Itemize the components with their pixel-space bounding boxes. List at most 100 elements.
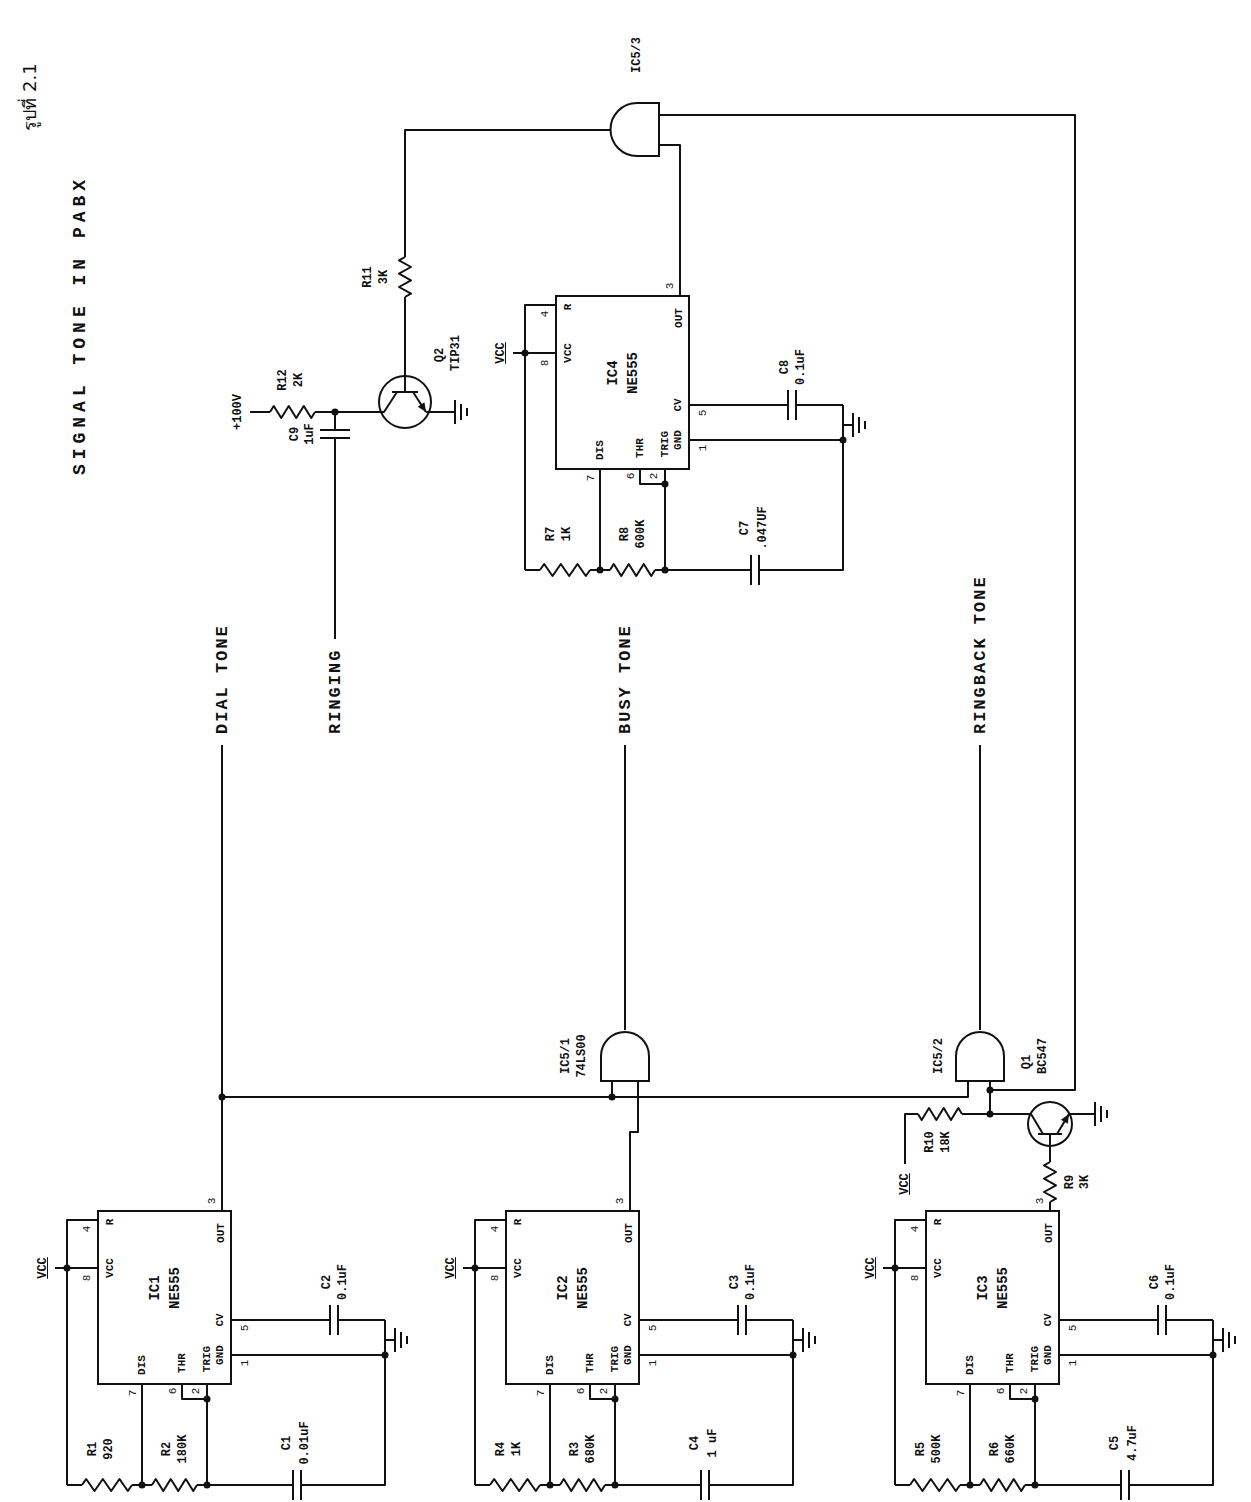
component-label: C7 [739, 521, 751, 535]
component-value: 3K [1079, 1175, 1091, 1189]
transistor-symbol [379, 376, 431, 428]
wire [883, 1267, 925, 1269]
wire [979, 745, 981, 1030]
wire [525, 569, 540, 571]
pin-number: 1 [240, 1360, 251, 1367]
wire [690, 404, 788, 406]
pin-name: CV [623, 1313, 634, 1326]
pin-name: VCC [563, 343, 574, 363]
wire [1060, 1354, 1213, 1356]
pin-number: 4 [82, 1226, 93, 1233]
supply-label: VCC [37, 1257, 49, 1279]
pin-name: DIS [137, 1355, 148, 1375]
wire [334, 412, 336, 430]
component-value: 0.1uF [1165, 1264, 1177, 1300]
component-label: R9 [1064, 1175, 1076, 1189]
ground-symbol [1100, 1106, 1102, 1122]
resistor-symbol [1044, 1162, 1056, 1202]
emitter-arrow [1061, 1114, 1069, 1124]
pin-number: 4 [490, 1226, 501, 1233]
wire [475, 1484, 490, 1486]
pin-name: TRIG [1030, 1346, 1041, 1372]
and-gate: IC5/2 [955, 1030, 1005, 1082]
component-value: 1uF [304, 423, 316, 445]
ground-symbol [814, 1336, 816, 1344]
part-number: 74LS00 [576, 1034, 588, 1077]
and-gate: IC5/174LS00 [600, 1030, 650, 1082]
ground-symbol [858, 417, 860, 433]
pin-name: OUT [1044, 1223, 1055, 1243]
resistor-symbol [270, 406, 315, 418]
component-value: 600K [635, 520, 647, 549]
pin-number: 2 [599, 1388, 610, 1395]
pin-number: 5 [698, 410, 709, 417]
component-label: R8 [619, 527, 631, 541]
pin-name: CV [215, 1313, 226, 1326]
caption: รูปที่ 2.1 [21, 63, 39, 130]
capacitor-symbol [329, 1305, 331, 1335]
pin-name: GND [623, 1345, 634, 1365]
resistor-symbol [560, 1479, 605, 1491]
ground-symbol [808, 1332, 810, 1348]
wire [1085, 1113, 1095, 1115]
junction-dot [662, 481, 669, 488]
wire [1166, 1319, 1213, 1321]
pin-number: 3 [207, 1198, 218, 1205]
wire [426, 411, 445, 413]
resistor-symbol [610, 564, 655, 576]
component-value: 3K [378, 270, 390, 284]
wire [55, 1267, 97, 1269]
component-label: R10 [924, 1131, 936, 1153]
wire [1010, 1385, 1035, 1399]
ic-555-box: IC2NE555 [505, 1210, 640, 1385]
wire [690, 439, 843, 441]
pin-name: DIS [595, 440, 606, 460]
component-label: C4 [689, 1436, 701, 1450]
transistor-symbol [1028, 1102, 1072, 1146]
pin-number: 3 [615, 1198, 626, 1205]
part-number: NE555 [168, 1267, 182, 1309]
component-value: 1 uF [707, 1429, 719, 1458]
wire [182, 1385, 207, 1399]
pin-name: VCC [105, 1258, 116, 1278]
component-value: 1K [561, 527, 573, 541]
component-value: 920 [103, 1438, 115, 1460]
wire [445, 411, 455, 413]
wire [197, 1484, 293, 1486]
pin-name: CV [673, 398, 684, 411]
pin-name: DIS [545, 1355, 556, 1375]
and-gate-outline [610, 102, 660, 157]
wire [1129, 1320, 1213, 1485]
wire [334, 438, 336, 639]
resistor-symbol [399, 257, 411, 297]
component-label: C8 [779, 360, 791, 374]
wire [335, 392, 397, 412]
pin-number: 5 [648, 1325, 659, 1332]
resistor-symbol [910, 1479, 960, 1491]
component-value: 500K [931, 1435, 943, 1464]
component-label: Q1 [1021, 1055, 1033, 1069]
pin-name: DIS [965, 1355, 976, 1375]
component-value: 180K [177, 1435, 189, 1464]
and-gate-outline [955, 1030, 1005, 1082]
wire [759, 405, 843, 570]
ground-symbol [1228, 1332, 1230, 1348]
wire [590, 1385, 615, 1399]
ic-name: IC5/2 [933, 1038, 945, 1074]
pin-number: 7 [128, 1390, 139, 1397]
pin-name: TRIG [660, 431, 671, 457]
wire [385, 1339, 395, 1341]
wire [969, 1385, 971, 1485]
component-label: C5 [1109, 1436, 1121, 1450]
junction-dot [840, 437, 847, 444]
pin-name: TRIG [610, 1346, 621, 1372]
wire [549, 1385, 551, 1485]
component-value: 2K [293, 373, 305, 387]
emitter-arrow [418, 402, 426, 412]
pin-number: 7 [536, 1390, 547, 1397]
wire [463, 1267, 505, 1269]
pin-number: 6 [168, 1388, 179, 1395]
part-number: NE555 [996, 1267, 1010, 1309]
wire [709, 1320, 793, 1485]
